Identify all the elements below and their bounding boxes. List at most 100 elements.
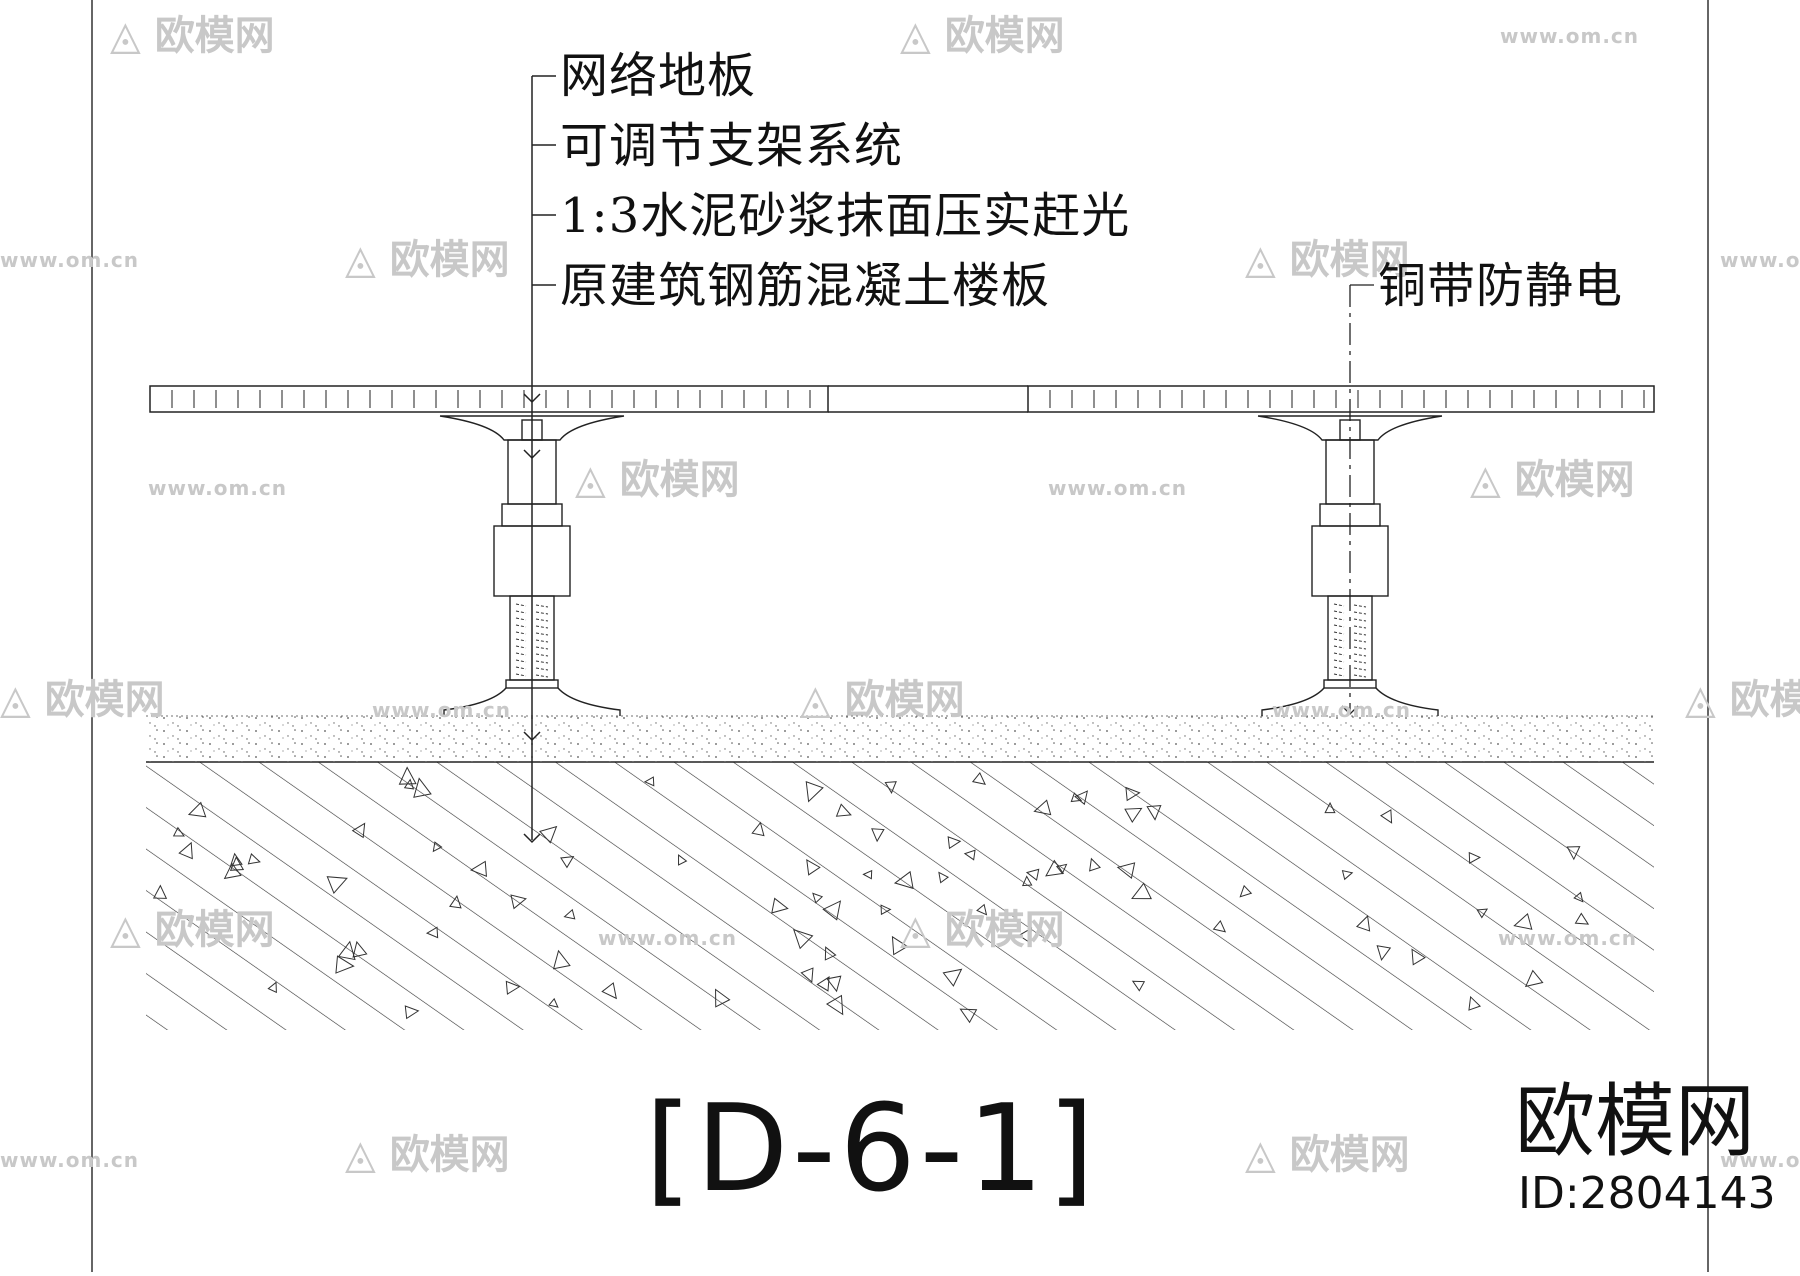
- aggregate-mark: [1468, 995, 1482, 1011]
- aggregate-mark: [563, 908, 576, 920]
- left-leader: [523, 75, 556, 844]
- aggregate-mark: [1070, 792, 1083, 803]
- aggregate-mark: [825, 994, 844, 1016]
- aggregate-mark: [1021, 875, 1033, 887]
- watermark-logo: ◬ 欧模网: [1470, 457, 1635, 503]
- aggregate-mark: [267, 981, 277, 994]
- aggregate-mark: [505, 980, 521, 995]
- aggregate-mark: [601, 982, 617, 1000]
- aggregate-mark: [891, 935, 909, 956]
- watermark-url: www.om.cn: [598, 926, 738, 950]
- label-network-floor: 网络地板: [560, 48, 757, 104]
- aggregate-mark: [1574, 912, 1590, 925]
- aggregate-mark: [560, 856, 575, 869]
- aggregate-mark: [1524, 969, 1544, 988]
- watermark-url: www.om.cn: [372, 698, 512, 722]
- brand-logo-text: 欧模网: [1515, 1075, 1755, 1168]
- aggregate-mark: [1573, 891, 1584, 903]
- aggregate-mark: [548, 997, 559, 1008]
- aggregate-mark: [938, 871, 950, 884]
- aggregate-mark: [152, 884, 168, 899]
- aggregate-mark: [1131, 882, 1152, 900]
- aggregate-mark: [893, 870, 914, 890]
- aggregate-mark: [178, 841, 193, 860]
- aggregate-mark: [1355, 915, 1371, 932]
- label-copper-strip: 铜带防静电: [1378, 258, 1624, 314]
- aggregate-mark: [1239, 884, 1253, 898]
- concrete-slab: [146, 762, 1654, 1030]
- aggregate-mark: [826, 975, 842, 993]
- watermark-url: www.om.cn: [1498, 926, 1638, 950]
- aggregate-mark: [880, 904, 892, 916]
- drawing-title: [D-6-1]: [645, 1080, 1099, 1219]
- aggregate-mark: [806, 859, 821, 876]
- aggregate-mark: [678, 854, 688, 866]
- aggregate-mark: [1411, 948, 1426, 966]
- watermark-logo: ◬ 欧模网: [1245, 1132, 1410, 1178]
- aggregate-mark: [337, 940, 356, 961]
- aggregate-mark: [715, 988, 731, 1008]
- aggregate-mark: [352, 940, 368, 958]
- aggregate-mark: [971, 771, 986, 785]
- aggregate-mark: [1324, 801, 1336, 814]
- aggregate-mark: [824, 946, 837, 961]
- aggregate-mark: [947, 836, 962, 850]
- aggregate-mark: [1089, 857, 1101, 872]
- aggregate-mark: [425, 926, 439, 939]
- aggregate-mark: [432, 841, 443, 853]
- aggregate-mark: [351, 822, 366, 839]
- mortar-layer: [146, 716, 1654, 762]
- aggregate-mark: [800, 967, 814, 984]
- slab-aggregate-marks: [152, 766, 1590, 1024]
- watermark-logo: ◬ 欧模网: [900, 907, 1065, 953]
- aggregate-mark: [805, 781, 824, 803]
- right-leader: [1341, 284, 1374, 715]
- watermark-url: www.om.cn: [0, 1148, 140, 1172]
- watermark-logo: ◬ 欧模网: [575, 457, 740, 503]
- aggregate-mark: [1055, 863, 1068, 875]
- watermark-url: www.om.cn: [1720, 1148, 1800, 1172]
- raised-floor-panel: [149, 385, 1655, 413]
- aggregate-mark: [326, 876, 348, 894]
- aggregate-mark: [963, 849, 976, 861]
- aggregate-mark: [751, 821, 765, 837]
- aggregate-mark: [1033, 799, 1052, 816]
- aggregate-mark: [793, 928, 814, 950]
- aggregate-mark: [187, 801, 207, 818]
- aggregate-mark: [1125, 786, 1141, 802]
- aggregate-mark: [862, 869, 873, 880]
- aggregate-mark: [942, 968, 963, 987]
- aggregate-mark: [398, 766, 417, 785]
- aggregate-mark: [976, 903, 988, 916]
- aggregate-mark: [1025, 868, 1040, 881]
- aggregate-mark: [1513, 912, 1533, 930]
- watermark-logo: ◬ 欧模网: [800, 677, 965, 723]
- aggregate-mark: [449, 895, 462, 909]
- watermark-url: www.om.cn: [1720, 248, 1800, 272]
- aggregate-mark: [959, 1008, 978, 1024]
- watermark-url: www.om.cn: [1272, 698, 1412, 722]
- watermark-logo: ◬ 欧模网: [345, 237, 510, 283]
- watermark-logo: ◬ 欧模网: [900, 13, 1065, 59]
- aggregate-mark: [1045, 859, 1065, 877]
- aggregate-mark: [816, 976, 830, 992]
- watermark-url: www.om.cn: [1500, 24, 1640, 48]
- aggregate-mark: [822, 900, 842, 921]
- brand-id: ID:2804143: [1518, 1168, 1776, 1219]
- aggregate-mark: [229, 856, 245, 871]
- aggregate-mark: [172, 826, 185, 837]
- watermark-url: www.om.cn: [0, 248, 140, 272]
- aggregate-mark: [469, 860, 487, 878]
- watermark-logo: ◬ 欧模网: [1245, 237, 1410, 283]
- aggregate-mark: [1566, 846, 1581, 861]
- aggregate-mark: [835, 803, 852, 817]
- label-concrete-slab: 原建筑钢筋混凝土楼板: [560, 258, 1051, 314]
- aggregate-mark: [552, 949, 571, 970]
- aggregate-mark: [229, 852, 243, 867]
- watermark-logo: ◬ 欧模网: [345, 1132, 510, 1178]
- aggregate-mark: [1476, 908, 1489, 919]
- aggregate-mark: [771, 897, 789, 914]
- aggregate-mark: [1212, 919, 1227, 933]
- label-mortar-finish: 1:3水泥砂浆抹面压实赶光: [560, 188, 1131, 244]
- aggregate-mark: [1379, 809, 1393, 824]
